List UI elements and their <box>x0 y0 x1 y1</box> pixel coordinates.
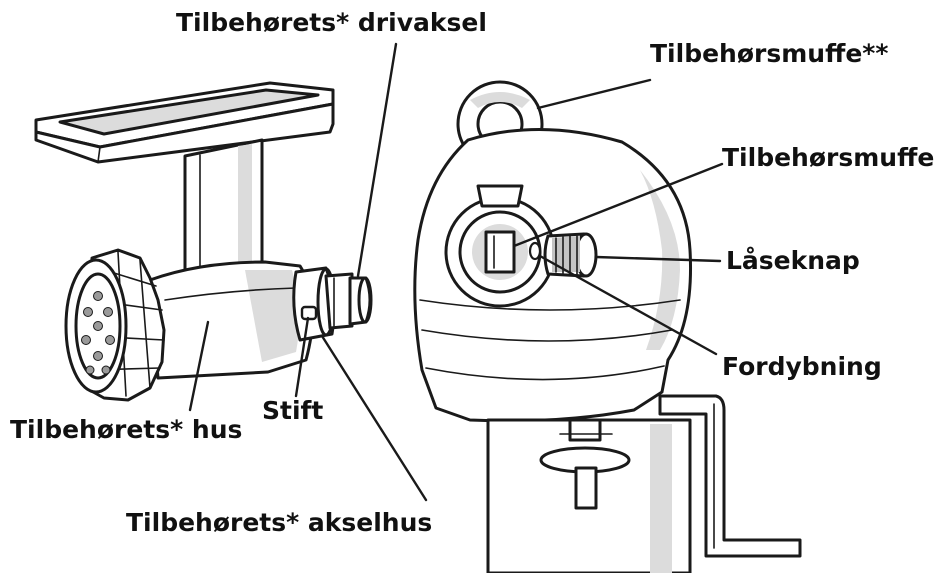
leader-notch <box>538 254 718 356</box>
leader-shaft-housing <box>320 334 428 502</box>
attachment-hub <box>444 184 556 308</box>
leader-pin <box>294 316 310 398</box>
lock-knob-part <box>543 232 598 278</box>
leader-lock-knob <box>594 255 722 263</box>
mixer-head <box>413 80 802 573</box>
pin <box>300 305 318 321</box>
label-hub: Tilbehørsmuffe <box>722 143 934 172</box>
labels: Tilbehørets* drivaksel Tilbehørsmuffe** … <box>10 8 934 537</box>
grinder-attachment <box>34 81 373 402</box>
feed-neck <box>183 138 264 276</box>
label-notch: Fordybning <box>722 352 882 381</box>
label-pin: Stift <box>262 396 323 425</box>
grinding-plate <box>64 258 128 394</box>
notch <box>528 241 542 261</box>
label-shaft-housing: Tilbehørets* akselhus <box>126 508 432 537</box>
label-drive-shaft: Tilbehørets* drivaksel <box>176 8 487 37</box>
label-lock-knob: Låseknap <box>726 246 860 275</box>
leader-lines <box>188 42 724 502</box>
leader-drive-shaft <box>356 42 398 278</box>
grinder-housing <box>148 260 315 380</box>
label-housing: Tilbehørets* hus <box>10 415 242 444</box>
mixer-stand <box>486 418 692 573</box>
label-hub-top: Tilbehørsmuffe** <box>650 39 888 68</box>
leader-housing <box>188 320 210 412</box>
hopper-tray <box>34 81 335 164</box>
leader-hub <box>512 162 724 248</box>
bowl-lever <box>658 394 802 558</box>
drive-shaft <box>324 272 373 330</box>
leader-hub-top <box>536 78 652 110</box>
